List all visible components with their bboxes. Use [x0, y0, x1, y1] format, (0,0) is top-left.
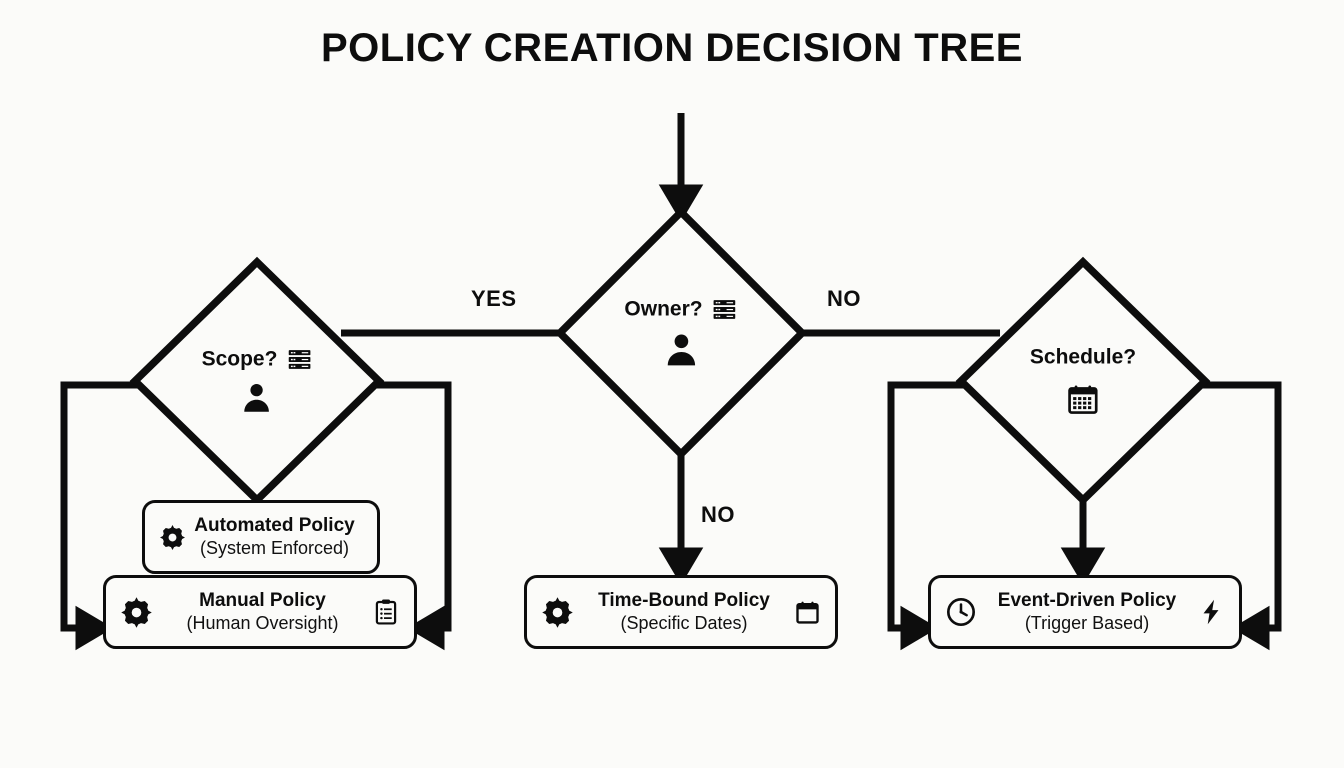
calendar-icon — [1066, 383, 1100, 417]
page-title: POLICY CREATION DECISION TREE — [321, 26, 1023, 70]
outcome-automated-policy-title: Automated Policy — [194, 515, 355, 537]
outcome-box-time-bound-policy[interactable]: Time-Bound Policy (Specific Dates) — [524, 575, 838, 649]
decision-owner-row: Owner? — [624, 297, 737, 323]
edge-scope-right-loop-to-manual — [354, 381, 452, 651]
outcome-event-driven-policy-text: Event-Driven Policy (Trigger Based) — [977, 590, 1197, 634]
decision-schedule-label: Schedule? — [1029, 345, 1137, 369]
edge-label-no-down: NO — [701, 502, 735, 527]
decision-node-owner[interactable]: Owner? — [624, 297, 737, 370]
decision-scope-label: Scope? — [201, 347, 278, 371]
edge-schedule-left-loop-to-event-driven — [887, 381, 986, 651]
edge-label-yes: YES — [471, 286, 517, 311]
decision-diamond-owner — [554, 206, 808, 460]
outcome-time-bound-policy-text: Time-Bound Policy (Specific Dates) — [574, 590, 794, 634]
clock-icon — [945, 596, 977, 628]
clipboard-icon — [372, 598, 400, 626]
outcome-event-driven-policy-subtitle: (Trigger Based) — [1024, 612, 1150, 633]
outcome-manual-policy-title: Manual Policy — [199, 590, 326, 612]
person-icon — [239, 380, 275, 416]
outcome-box-manual-policy[interactable]: Manual Policy (Human Oversight) — [103, 575, 417, 649]
decision-node-scope[interactable]: Scope? — [202, 347, 313, 416]
outcome-manual-policy-text: Manual Policy (Human Oversight) — [153, 590, 372, 634]
lightning-icon — [1197, 598, 1225, 626]
outcome-time-bound-policy-subtitle: (Specific Dates) — [620, 612, 748, 633]
outcome-automated-policy-subtitle: (System Enforced) — [199, 537, 350, 558]
server-icon — [286, 347, 312, 373]
outcome-event-driven-policy-title: Event-Driven Policy — [997, 590, 1177, 612]
gear-icon — [120, 596, 153, 629]
decision-owner-label: Owner? — [624, 297, 703, 321]
outcome-time-bound-policy-title: Time-Bound Policy — [598, 590, 770, 612]
outcome-automated-policy-text: Automated Policy (System Enforced) — [186, 515, 363, 559]
decision-schedule-row: Schedule? — [1030, 346, 1136, 370]
decision-node-schedule[interactable]: Schedule? — [1030, 346, 1136, 417]
gear-icon — [541, 596, 574, 629]
gear-icon — [159, 524, 186, 551]
server-icon — [712, 297, 738, 323]
calendar-icon — [794, 599, 821, 626]
decision-diamond-schedule — [955, 256, 1211, 506]
edge-schedule-right-loop-to-event-driven — [1180, 381, 1282, 651]
person-icon — [661, 330, 701, 370]
edge-label-no-right: NO — [827, 286, 861, 311]
outcome-box-automated-policy[interactable]: Automated Policy (System Enforced) — [142, 500, 380, 574]
edge-scope-left-loop-to-manual — [60, 381, 160, 651]
outcome-manual-policy-subtitle: (Human Oversight) — [186, 612, 339, 633]
decision-scope-row: Scope? — [202, 347, 313, 373]
outcome-box-event-driven-policy[interactable]: Event-Driven Policy (Trigger Based) — [928, 575, 1242, 649]
